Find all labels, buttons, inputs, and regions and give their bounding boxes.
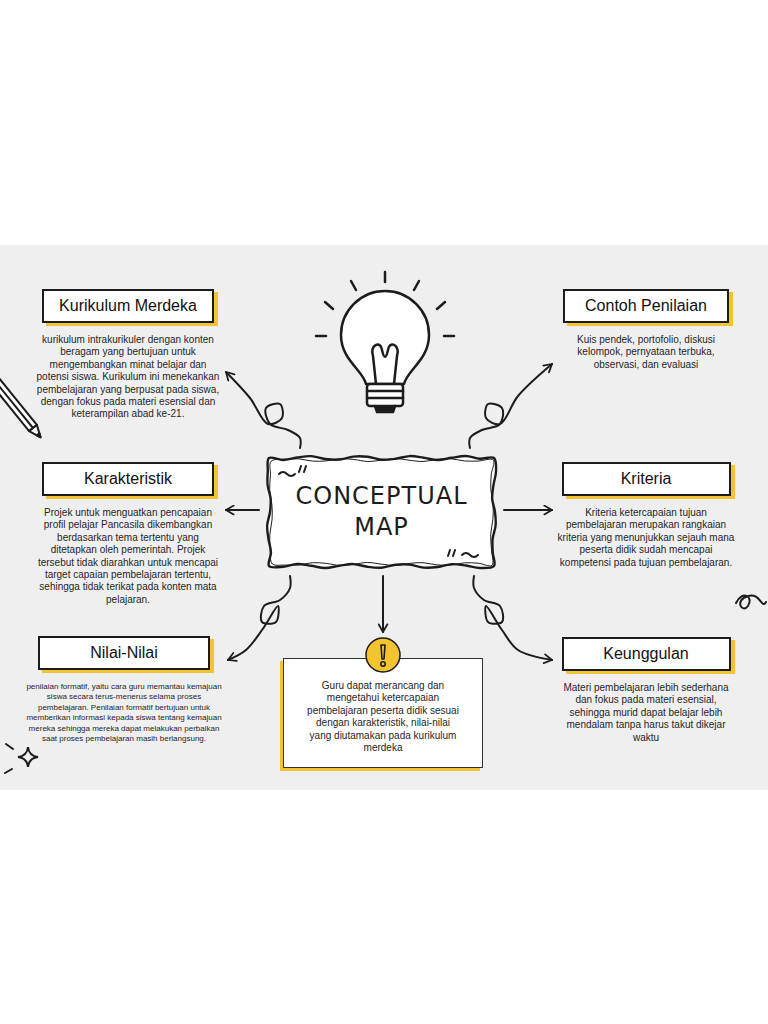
- curly-arrow: [473, 576, 552, 660]
- icon-dot: [381, 662, 385, 666]
- wavy-frame: [263, 452, 500, 572]
- icon-circle: [366, 638, 400, 672]
- light-ray: [325, 302, 333, 309]
- topic-description: kurikulum intrakurikuler dengan konten b…: [34, 334, 222, 421]
- quote-mark: [448, 550, 455, 556]
- sparkle-line: [6, 744, 13, 749]
- topic-node: Nilai-Nilai penilaian formatif, yaitu car…: [24, 636, 224, 744]
- light-ray: [384, 272, 387, 282]
- light-ray: [437, 302, 445, 309]
- quote-wave: [279, 472, 295, 476]
- bulb-tip: [375, 406, 395, 412]
- topic-description: Kuis pendek, portofolio, diskusi kelompo…: [556, 334, 736, 371]
- light-ray: [444, 335, 454, 338]
- curly-arrow: [228, 576, 291, 660]
- lightbulb: [316, 272, 454, 412]
- map-title: CONCEPTUAL MAP: [292, 481, 472, 543]
- topic-node: KeunggulanMateri pembelajaran lebih sede…: [556, 637, 736, 744]
- sparkle-star: [18, 747, 38, 767]
- squiggle: [736, 595, 766, 608]
- bulb-glass: [341, 291, 429, 384]
- bulb-filament: [372, 345, 398, 384]
- topic-node: Kurikulum Merdeka kurikulum intrakurikule…: [34, 289, 222, 421]
- light-ray: [316, 335, 326, 338]
- curly-arrow: [226, 372, 301, 448]
- light-ray: [414, 281, 419, 290]
- sparkle-line: [5, 769, 12, 773]
- icon-bar: [381, 645, 385, 659]
- curly-arrow: [504, 509, 552, 511]
- curly-arrow: [382, 576, 384, 632]
- bulb-thread: [367, 390, 403, 393]
- topic-description: Projek untuk menguatkan pencapaian profi…: [34, 507, 222, 606]
- topic-description: Kriteria ketercapaian tujuan pembelajara…: [556, 507, 736, 569]
- summary-box: Guru dapat merancang dan mengetahui kete…: [283, 636, 483, 768]
- curly-arrow: [226, 509, 259, 511]
- topic-heading: Keunggulan: [562, 637, 731, 671]
- wavy-border: [267, 456, 496, 568]
- topic-node: KriteriaKriteria ketercapaian tujuan pem…: [556, 462, 736, 569]
- topic-heading: Contoh Penilaian: [563, 289, 729, 323]
- pencil-lead: [37, 433, 42, 438]
- bulb-thread: [367, 397, 403, 400]
- topic-node: KarakteristikProjek untuk menguatkan pen…: [34, 462, 222, 606]
- pencil-stripe: [0, 374, 33, 428]
- bulb-base: [367, 384, 403, 406]
- pencil-tip: [29, 425, 44, 441]
- pencil-body: [0, 370, 37, 431]
- summary-text: Guru dapat merancang dan mengetahui kete…: [283, 636, 483, 768]
- topic-heading: Kriteria: [562, 462, 731, 496]
- topic-description: Materi pembelajaran lebih sederhana dan …: [556, 682, 736, 744]
- topic-heading: Nilai-Nilai: [38, 636, 210, 670]
- quote-marks: [279, 466, 478, 557]
- exclamation-icon: [364, 636, 402, 674]
- central-node: CONCEPTUAL MAP: [263, 452, 500, 572]
- background-band: [0, 245, 768, 790]
- wavy-border-inner: [270, 458, 494, 565]
- quote-wave: [462, 553, 478, 557]
- curly-arrow: [469, 364, 552, 448]
- sparkles: [5, 595, 766, 773]
- topic-heading: Karakteristik: [42, 462, 214, 496]
- light-ray: [351, 281, 356, 290]
- topic-heading: Kurikulum Merdeka: [42, 289, 214, 323]
- topic-description: penilaian formatif, yaitu cara guru mema…: [24, 682, 224, 744]
- topic-node: Contoh PenilaianKuis pendek, portofolio,…: [556, 289, 736, 371]
- quote-mark: [299, 466, 306, 472]
